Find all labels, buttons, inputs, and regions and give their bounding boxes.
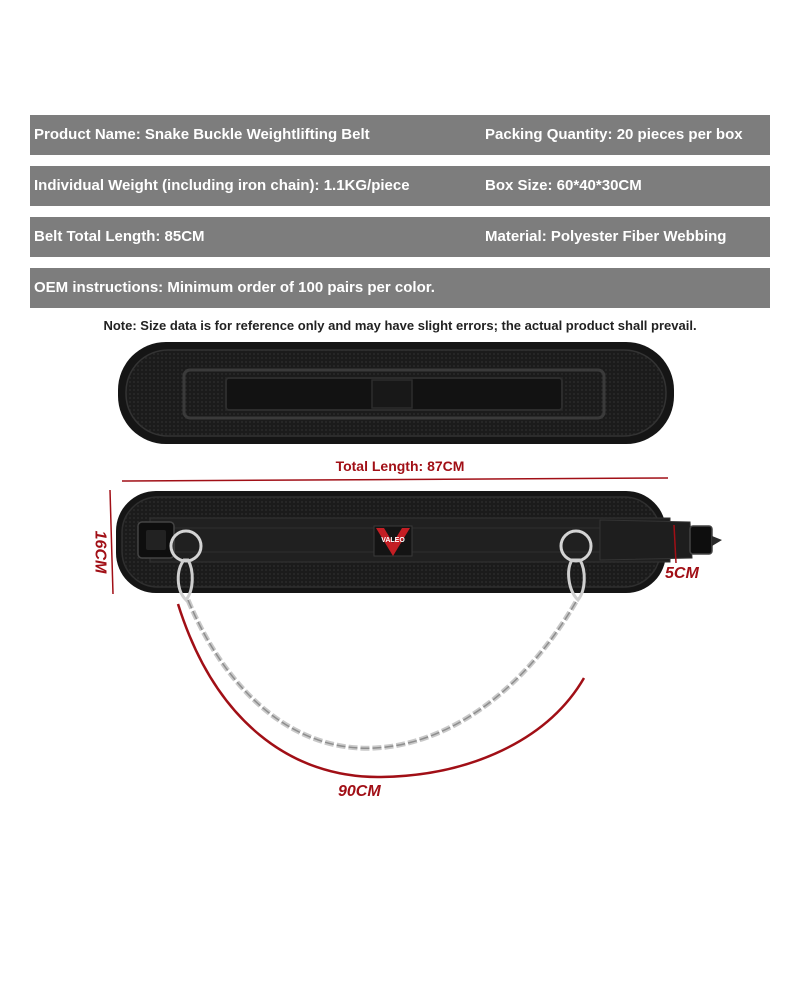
spec-row-3: Belt Total Length: 85CM Material: Polyes…: [30, 217, 770, 257]
belt-back-view: [118, 342, 674, 444]
spec-row-4: OEM instructions: Minimum order of 100 p…: [30, 268, 770, 308]
total-length-label: Total Length: 87CM: [335, 458, 465, 474]
belt-total-length-text: Belt Total Length: 85CM: [34, 228, 205, 245]
oem-instructions-text: OEM instructions: Minimum order of 100 p…: [34, 279, 435, 296]
strap-width-label: 5CM: [665, 565, 699, 582]
carabiner-right: [567, 558, 586, 603]
height-label: 16CM: [91, 530, 109, 574]
box-size-text: Box Size: 60*40*30CM: [485, 177, 642, 194]
spec-row-2: Individual Weight (including iron chain)…: [30, 166, 770, 206]
iron-chain: [185, 598, 580, 751]
total-length-line: [121, 477, 669, 482]
iron-chain-shadow: [187, 599, 578, 749]
logo-text: VALEO: [381, 537, 405, 544]
chain-length-arc: [176, 603, 586, 779]
size-note: Note: Size data is for reference only an…: [103, 318, 697, 333]
material-text: Material: Polyester Fiber Webbing: [485, 228, 727, 245]
strap-width-line: [673, 524, 677, 564]
packing-quantity-text: Packing Quantity: 20 pieces per box: [485, 126, 743, 143]
product-name-text: Product Name: Snake Buckle Weightlifting…: [34, 126, 370, 143]
individual-weight-text: Individual Weight (including iron chain)…: [34, 177, 410, 194]
spec-row-1: Product Name: Snake Buckle Weightlifting…: [30, 115, 770, 155]
brand-logo: [373, 525, 413, 557]
carabiner-left: [176, 558, 194, 603]
chain-length-label: 90CM: [338, 783, 381, 800]
belt-front-view: [116, 491, 722, 593]
height-line: [109, 489, 114, 595]
